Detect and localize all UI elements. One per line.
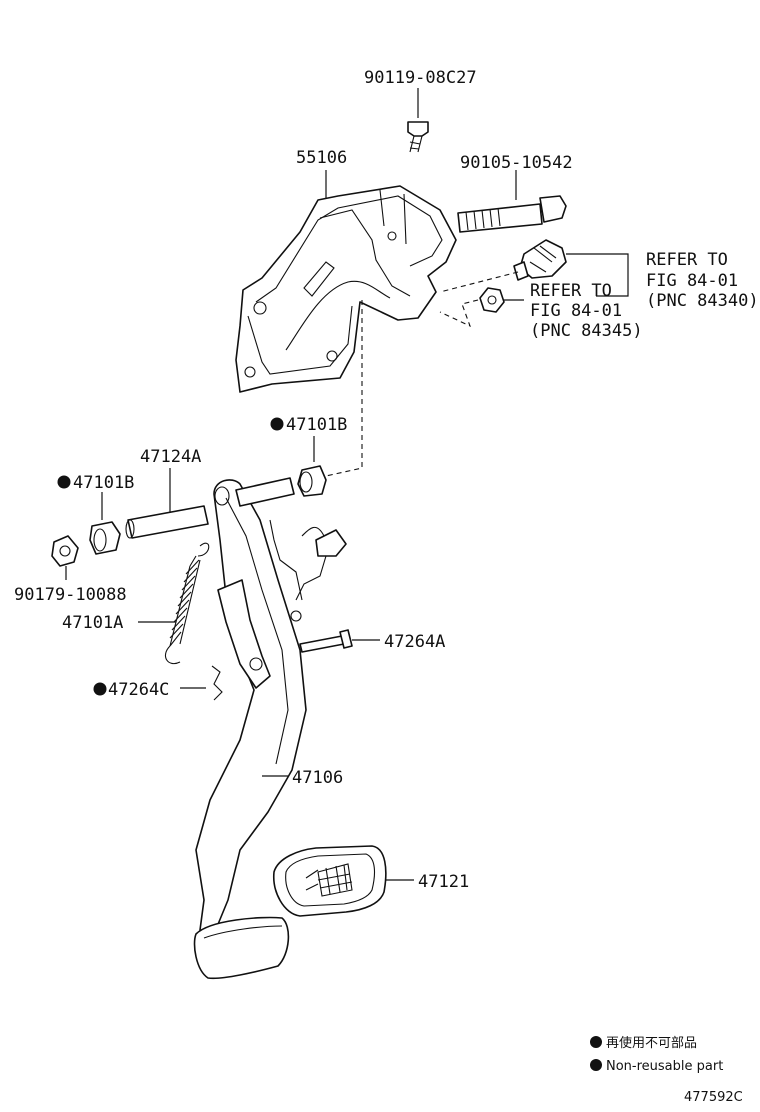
non-reusable-dot-47101b-top	[270, 417, 284, 431]
nut-90179-drawing	[51, 535, 79, 580]
spring-47101a-drawing	[138, 542, 210, 664]
label-refer-to-84345-line1: REFER TO	[530, 281, 612, 301]
stop-lamp-switch-drawing	[439, 239, 629, 297]
label-55106: 55106	[296, 148, 347, 168]
bracket-55106-drawing	[235, 170, 457, 393]
label-47101b-left: 47101B	[73, 473, 134, 493]
label-refer-to-84340-line1: REFER TO	[646, 250, 728, 270]
label-refer-to-84340-line2: FIG 84-01	[646, 271, 738, 291]
bushing-47101b-left-drawing	[89, 492, 121, 555]
label-refer-to-84345-line3: (PNC 84345)	[530, 321, 643, 341]
label-47124a: 47124A	[140, 447, 201, 467]
label-90105-10542: 90105-10542	[460, 153, 573, 173]
pedal-arm-47106-drawing	[195, 477, 347, 935]
label-47264a: 47264A	[384, 632, 445, 652]
label-refer-to-84340-line3: (PNC 84340)	[646, 291, 759, 311]
label-47101b-top: 47101B	[286, 415, 347, 435]
pedal-foot-drawing	[193, 916, 290, 980]
label-47121: 47121	[418, 872, 469, 892]
collar-47124a-drawing	[125, 468, 209, 539]
legend-non-reusable-en: Non-reusable part	[606, 1059, 723, 1074]
pivot-line	[325, 300, 363, 477]
label-47106: 47106	[292, 768, 343, 788]
bolt-90119-drawing	[407, 88, 429, 153]
label-90179-10088: 90179-10088	[14, 585, 127, 605]
pin-47264a-drawing	[299, 629, 380, 653]
cushion-drawing	[439, 287, 524, 328]
pedal-pad-47121-drawing	[273, 845, 414, 917]
legend-non-reusable-jp: 再使用不可部品	[606, 1035, 697, 1051]
label-refer-to-84345-line2: FIG 84-01	[530, 301, 622, 321]
label-47101a: 47101A	[62, 613, 123, 633]
non-reusable-dot-47264c	[93, 682, 107, 696]
legend-dot-jp	[590, 1036, 602, 1048]
legend-dot-en	[590, 1059, 602, 1071]
non-reusable-dot-47101b-left	[57, 475, 71, 489]
legend: 再使用不可部品 Non-reusable part	[590, 1035, 723, 1074]
label-90119-08c27: 90119-08C27	[364, 68, 477, 88]
clip-47264c-drawing	[180, 665, 223, 701]
bushing-47101b-top-drawing	[297, 436, 327, 497]
bolt-90105-drawing	[457, 170, 567, 233]
figure-id: 477592C	[684, 1090, 743, 1105]
label-47264c: 47264C	[108, 680, 169, 700]
